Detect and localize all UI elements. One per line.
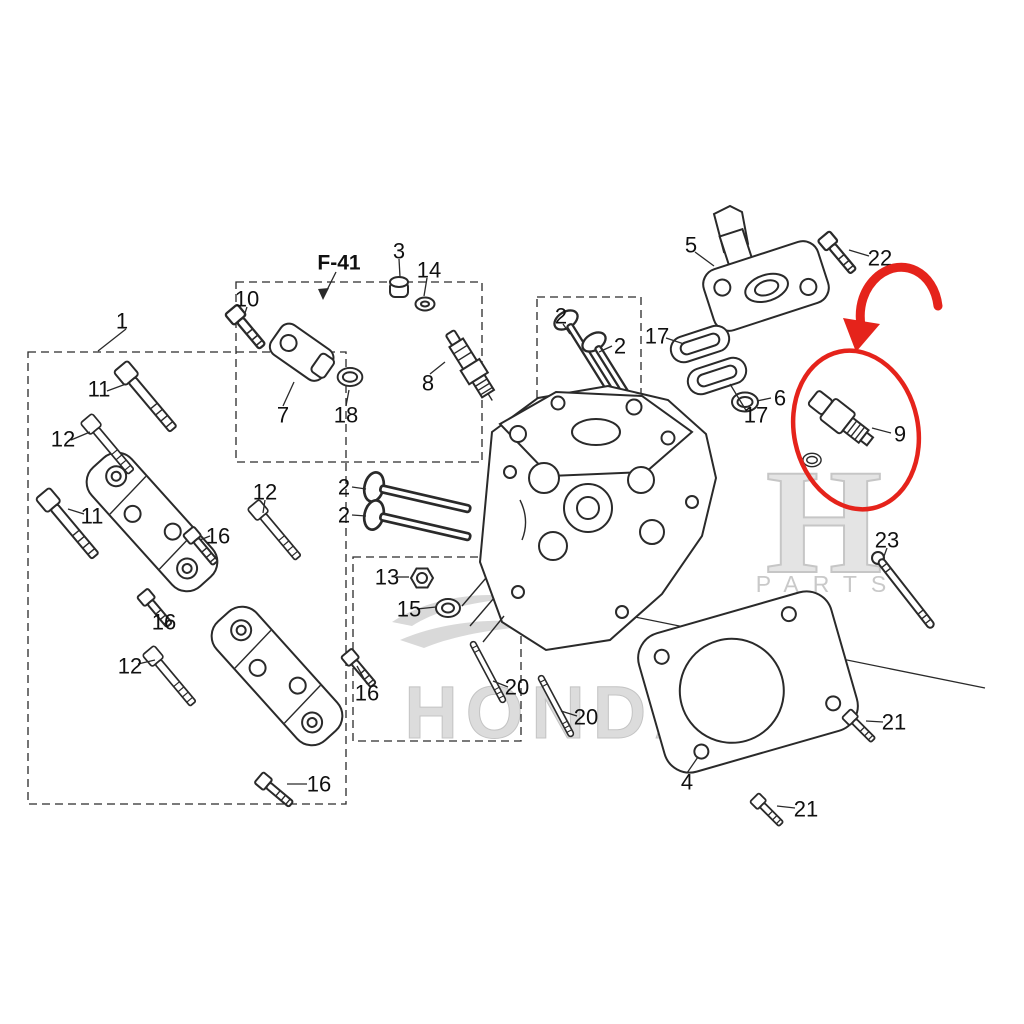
part-label-12: 12 <box>253 480 277 505</box>
intake-joint-5 <box>702 204 830 332</box>
assembly-box-1 <box>27 351 347 805</box>
part-label-3: 3 <box>393 239 405 264</box>
part-label-7: 7 <box>277 403 289 428</box>
part-label-4: 4 <box>681 770 693 795</box>
cylinder-gasket-4 <box>637 590 859 774</box>
flange-bolt-12-b <box>246 498 305 564</box>
part-labels: F-41 3 14 10 1 5 2 2 2 2 17 6 17 7 18 8 1… <box>51 233 906 822</box>
assembly-box-f41 <box>235 281 483 463</box>
part-label-21: 21 <box>882 710 906 735</box>
part-label-8: 8 <box>422 371 434 396</box>
part-label-18: 18 <box>334 403 358 428</box>
highlight-arrowhead <box>843 318 880 352</box>
leader-lines <box>67 249 892 809</box>
camshaft-holder-lower <box>202 597 352 755</box>
sensor-bracket-7 <box>268 322 336 382</box>
part-label-10: 10 <box>235 287 259 312</box>
gasket-17-a <box>669 324 731 364</box>
part-label-16: 16 <box>307 772 331 797</box>
part-label-20: 20 <box>505 675 529 700</box>
nut-13 <box>409 567 435 589</box>
oring-18 <box>336 367 364 387</box>
part-label-14: 14 <box>417 258 441 283</box>
spark-plug-8 <box>445 329 496 401</box>
honda-wing-icon <box>392 595 522 626</box>
part-label-6: 6 <box>774 386 786 411</box>
highlight-arrow <box>843 262 943 352</box>
part-label-2: 2 <box>555 304 567 329</box>
watermark-parts-text: PARTS <box>756 571 901 597</box>
part-label-17: 17 <box>744 403 768 428</box>
part-label-16: 16 <box>152 610 176 635</box>
cylinder-head <box>461 384 718 652</box>
f41-arrow <box>318 271 337 300</box>
bolt-21-b <box>749 792 787 830</box>
part-label-11: 11 <box>88 377 111 402</box>
watermark-h-letter: H <box>766 439 883 605</box>
bolt-11-a <box>112 359 182 436</box>
part-label-13: 13 <box>375 565 399 590</box>
part-label-12: 12 <box>51 427 75 452</box>
part-label-9: 9 <box>894 422 906 447</box>
part-label-2: 2 <box>338 475 350 500</box>
part-label-16: 16 <box>206 524 230 549</box>
oring-9 <box>802 452 822 468</box>
part-label-2: 2 <box>338 503 350 528</box>
flange-bolt-12-c <box>141 644 200 710</box>
part-label-20: 20 <box>574 705 598 730</box>
part-label-5: 5 <box>685 233 697 258</box>
part-label-21: 21 <box>794 797 818 822</box>
gasket-17-b <box>686 356 748 396</box>
part-label-15: 15 <box>397 597 421 622</box>
temp-sensor-9 <box>807 390 875 447</box>
highlight-circle <box>790 348 922 512</box>
part-label-23: 23 <box>875 528 899 553</box>
cap-3 <box>389 276 409 298</box>
washer-14 <box>414 296 436 312</box>
part-label-16: 16 <box>355 681 379 706</box>
part-label-2: 2 <box>614 334 626 359</box>
part-label-f41: F-41 <box>317 252 361 275</box>
part-label-11: 11 <box>81 504 104 529</box>
part-label-17: 17 <box>645 324 669 349</box>
part-label-1: 1 <box>116 309 128 334</box>
washer-15 <box>435 598 461 618</box>
part-label-12: 12 <box>118 654 142 679</box>
bolt-16-d <box>253 770 297 811</box>
